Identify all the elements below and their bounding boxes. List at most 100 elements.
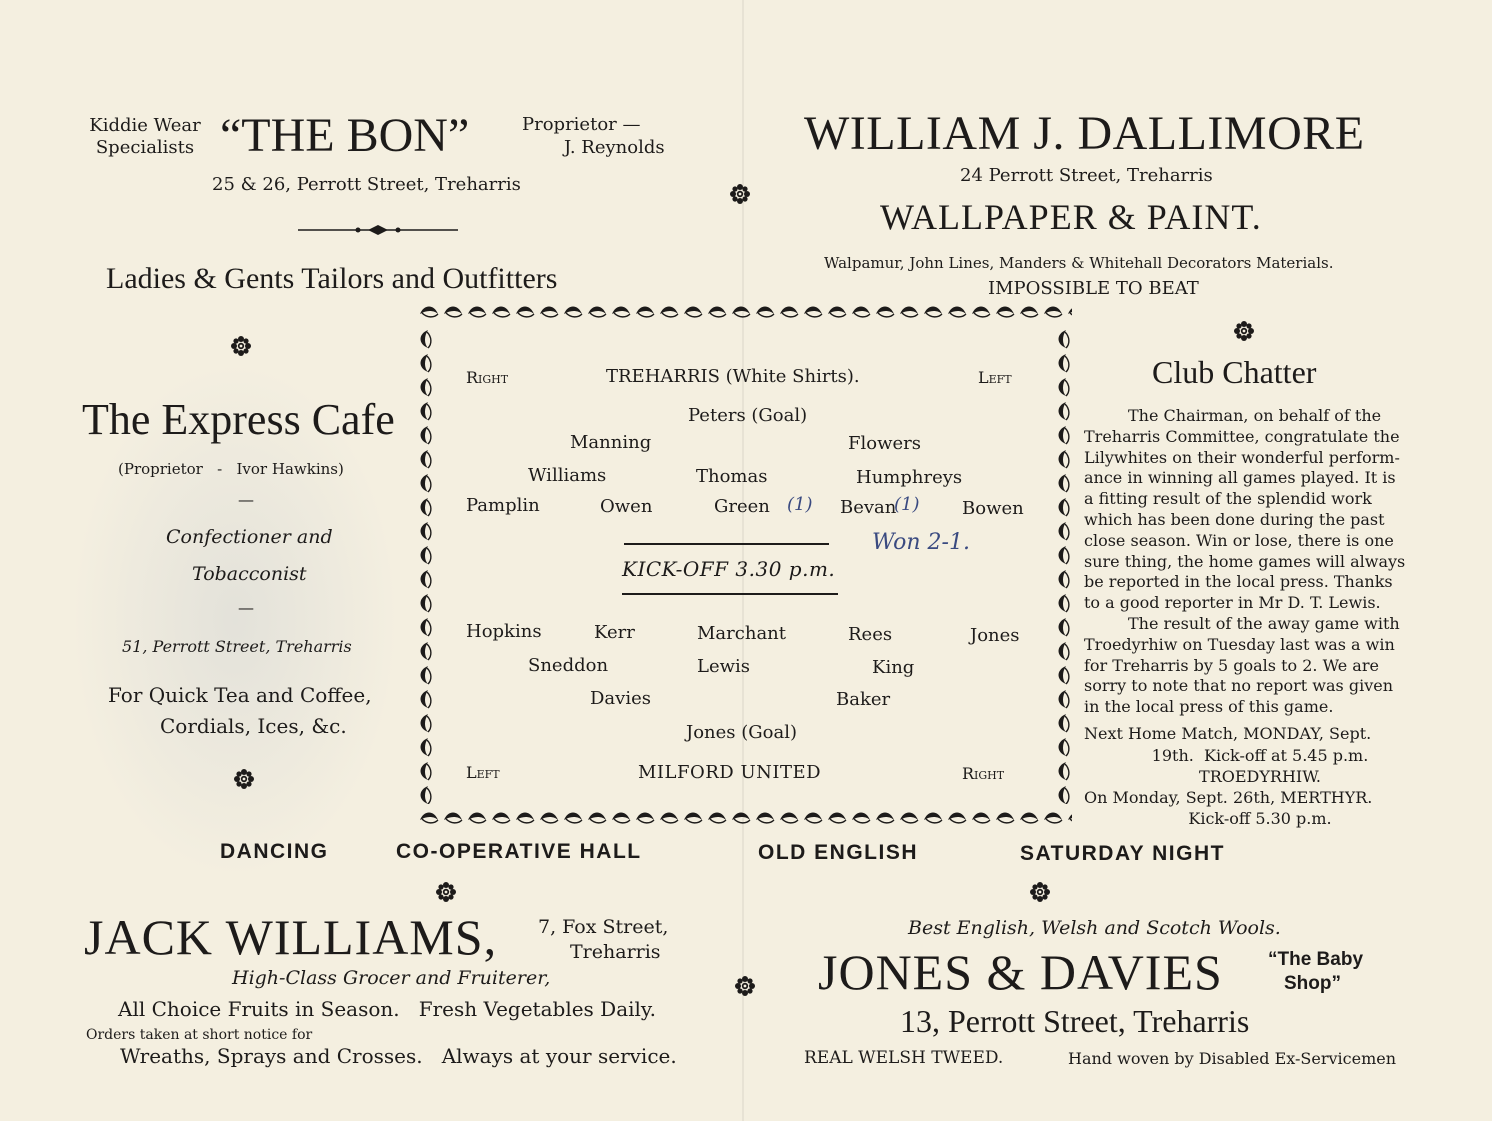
express-cafe-trade-1: Confectioner and [166,526,333,548]
away-team-name: MILFORD UNITED [638,762,822,783]
club-chatter-title: Club Chatter [1152,354,1317,390]
chatter-line: Troedyrhiw on Tuesday last was a win [1084,634,1395,654]
express-cafe-trade-2: Tobacconist [192,563,307,585]
jack-williams-name: JACK WILLIAMS, [84,909,498,965]
chatter-line: sure thing, the home games will always [1084,551,1406,571]
rosette-ornament-icon [234,769,254,789]
rosette-ornament-icon [735,976,755,996]
chatter-line: Lilywhites on their wonderful perform- [1084,447,1400,467]
home-back-1: Manning [570,432,652,453]
jack-williams-line-2: Orders taken at short notice for [86,1027,313,1043]
lineup-leaf-border [420,306,1072,828]
baby-shop-line-2: Shop” [1284,973,1341,994]
the-bon-proprietor-label: Proprietor — [522,114,641,135]
rosette-ornament-icon [231,336,251,356]
jones-davies-wools: Best English, Welsh and Scotch Wools. [908,917,1281,939]
dallimore-materials: Walpamur, John Lines, Manders & Whitehal… [824,254,1334,272]
rosette-ornament-icon [1030,882,1050,902]
rosette-ornament-icon [1234,321,1254,341]
jack-williams-line-3: Wreaths, Sprays and Crosses. Always at y… [120,1044,677,1068]
home-back-2: Flowers [848,433,921,454]
away-right-label: Right [962,764,1005,783]
home-half-1: Williams [528,465,607,486]
chatter-line: in the local press of this game. [1084,697,1334,717]
away-forward-1: Hopkins [466,621,542,642]
rosette-ornament-icon [730,184,750,204]
home-half-2: Thomas [696,466,768,487]
dancing-word-4: SATURDAY NIGHT [1020,842,1225,865]
dallimore-name: WILLIAM J. DALLIMORE [804,107,1365,160]
the-bon-tagline: Ladies & Gents Tailors and Outfitters [106,262,558,295]
away-forward-4: Rees [848,624,893,645]
baby-shop-line-1: “The Baby [1268,949,1364,970]
home-forward-5: Bowen [962,498,1024,519]
express-cafe-dash-2: — [238,598,254,617]
away-half-2: Lewis [697,656,751,677]
jack-williams-trade: High-Class Grocer and Fruiterer, [232,967,551,989]
express-cafe-proprietor: (Proprietor - Ivor Hawkins) [118,460,344,478]
next-match-line-3: TROEDYRHIW. [1199,767,1321,786]
chatter-line: sorry to note that no report was given [1084,676,1394,696]
chatter-line: ance in winning all games played. It is [1084,468,1396,488]
chatter-line: a fitting result of the splendid work [1084,489,1372,509]
handwritten-result: Won 2-1. [872,530,970,555]
dancing-word-2: CO-OPERATIVE HALL [396,840,642,863]
handwritten-goal-bevan: (1) [894,494,920,515]
the-bon-tag-line-2: Specialists [95,137,195,158]
away-back-1: Davies [590,688,651,709]
ornamental-divider [298,225,458,235]
the-bon-name: “THE BON” [220,109,470,162]
home-goalkeeper: Peters (Goal) [688,405,808,426]
chatter-line: The Chairman, on behalf of the [1128,406,1382,425]
kickoff-time: KICK-OFF 3.30 p.m. [622,557,836,581]
express-cafe-offer-2: Cordials, Ices, &c. [160,714,347,738]
express-cafe-offer-1: For Quick Tea and Coffee, [108,683,372,707]
express-cafe-name: The Express Cafe [82,395,395,444]
home-forward-1: Pamplin [466,495,540,516]
chatter-line: The result of the away game with [1128,614,1400,633]
jones-davies-address: 13, Perrott Street, Treharris [900,1003,1250,1039]
home-right-label: Right [466,368,509,387]
the-bon-tag: Kiddie Wear Specialists [82,115,208,159]
the-bon-address: 25 & 26, Perrott Street, Treharris [212,174,521,195]
home-forward-3: Green [714,496,770,517]
dancing-word-1: DANCING [220,840,329,863]
away-goalkeeper: Jones (Goal) [686,722,798,743]
next-match-line-4: On Monday, Sept. 26th, MERTHYR. [1084,788,1373,807]
club-chatter-paragraph-2: The result of the away game with Troedyr… [1084,614,1436,718]
the-bon-tag-line-1: Kiddie Wear [89,115,201,136]
rosette-ornament-icon [436,882,456,902]
handwritten-goal-green: (1) [787,494,813,515]
chatter-line: be reported in the local press. Thanks [1084,572,1393,592]
dancing-word-3: OLD ENGLISH [758,841,919,864]
jack-williams-line-1: All Choice Fruits in Season. Fresh Veget… [118,997,656,1021]
home-half-3: Humphreys [856,467,963,488]
dallimore-trade: WALLPAPER & PAINT. [880,197,1262,237]
away-back-2: Baker [836,689,891,710]
next-match-line-1: Next Home Match, MONDAY, Sept. [1084,724,1372,743]
chatter-line: which has been done during the past [1084,509,1385,529]
away-forward-2: Kerr [594,622,635,643]
dallimore-slogan: IMPOSSIBLE TO BEAT [988,278,1199,299]
home-forward-4: Bevan [840,497,897,518]
kickoff-rule-top [624,543,829,545]
the-bon-proprietor-name: J. Reynolds [564,137,665,158]
away-half-1: Sneddon [528,655,609,676]
next-match-line-2: 19th. Kick-off at 5.45 p.m. [1151,746,1369,765]
away-forward-3: Marchant [697,623,786,644]
jones-davies-tweed: REAL WELSH TWEED. [804,1048,1004,1068]
chatter-line: close season. Win or lose, there is one [1084,530,1394,550]
away-left-label: Left [466,763,500,782]
jones-davies-tweed-note: Hand woven by Disabled Ex-Servicemen [1068,1049,1397,1068]
dallimore-address: 24 Perrott Street, Treharris [960,165,1213,186]
kickoff-rule-bottom [622,593,838,595]
chatter-line: Treharris Committee, congratulate the [1084,426,1400,446]
club-chatter-paragraph-1: The Chairman, on behalf of the Treharris… [1084,406,1436,614]
faded-player-illustration [70,360,400,880]
away-half-3: King [872,657,915,678]
next-match-line-5: Kick-off 5.30 p.m. [1188,809,1332,828]
baby-shop-tag: “The Baby Shop” [1268,948,1363,996]
home-left-label: Left [978,368,1012,387]
chatter-line: for Treharris by 5 goals to 2. We are [1084,655,1379,675]
express-cafe-dash-1: — [238,490,254,509]
